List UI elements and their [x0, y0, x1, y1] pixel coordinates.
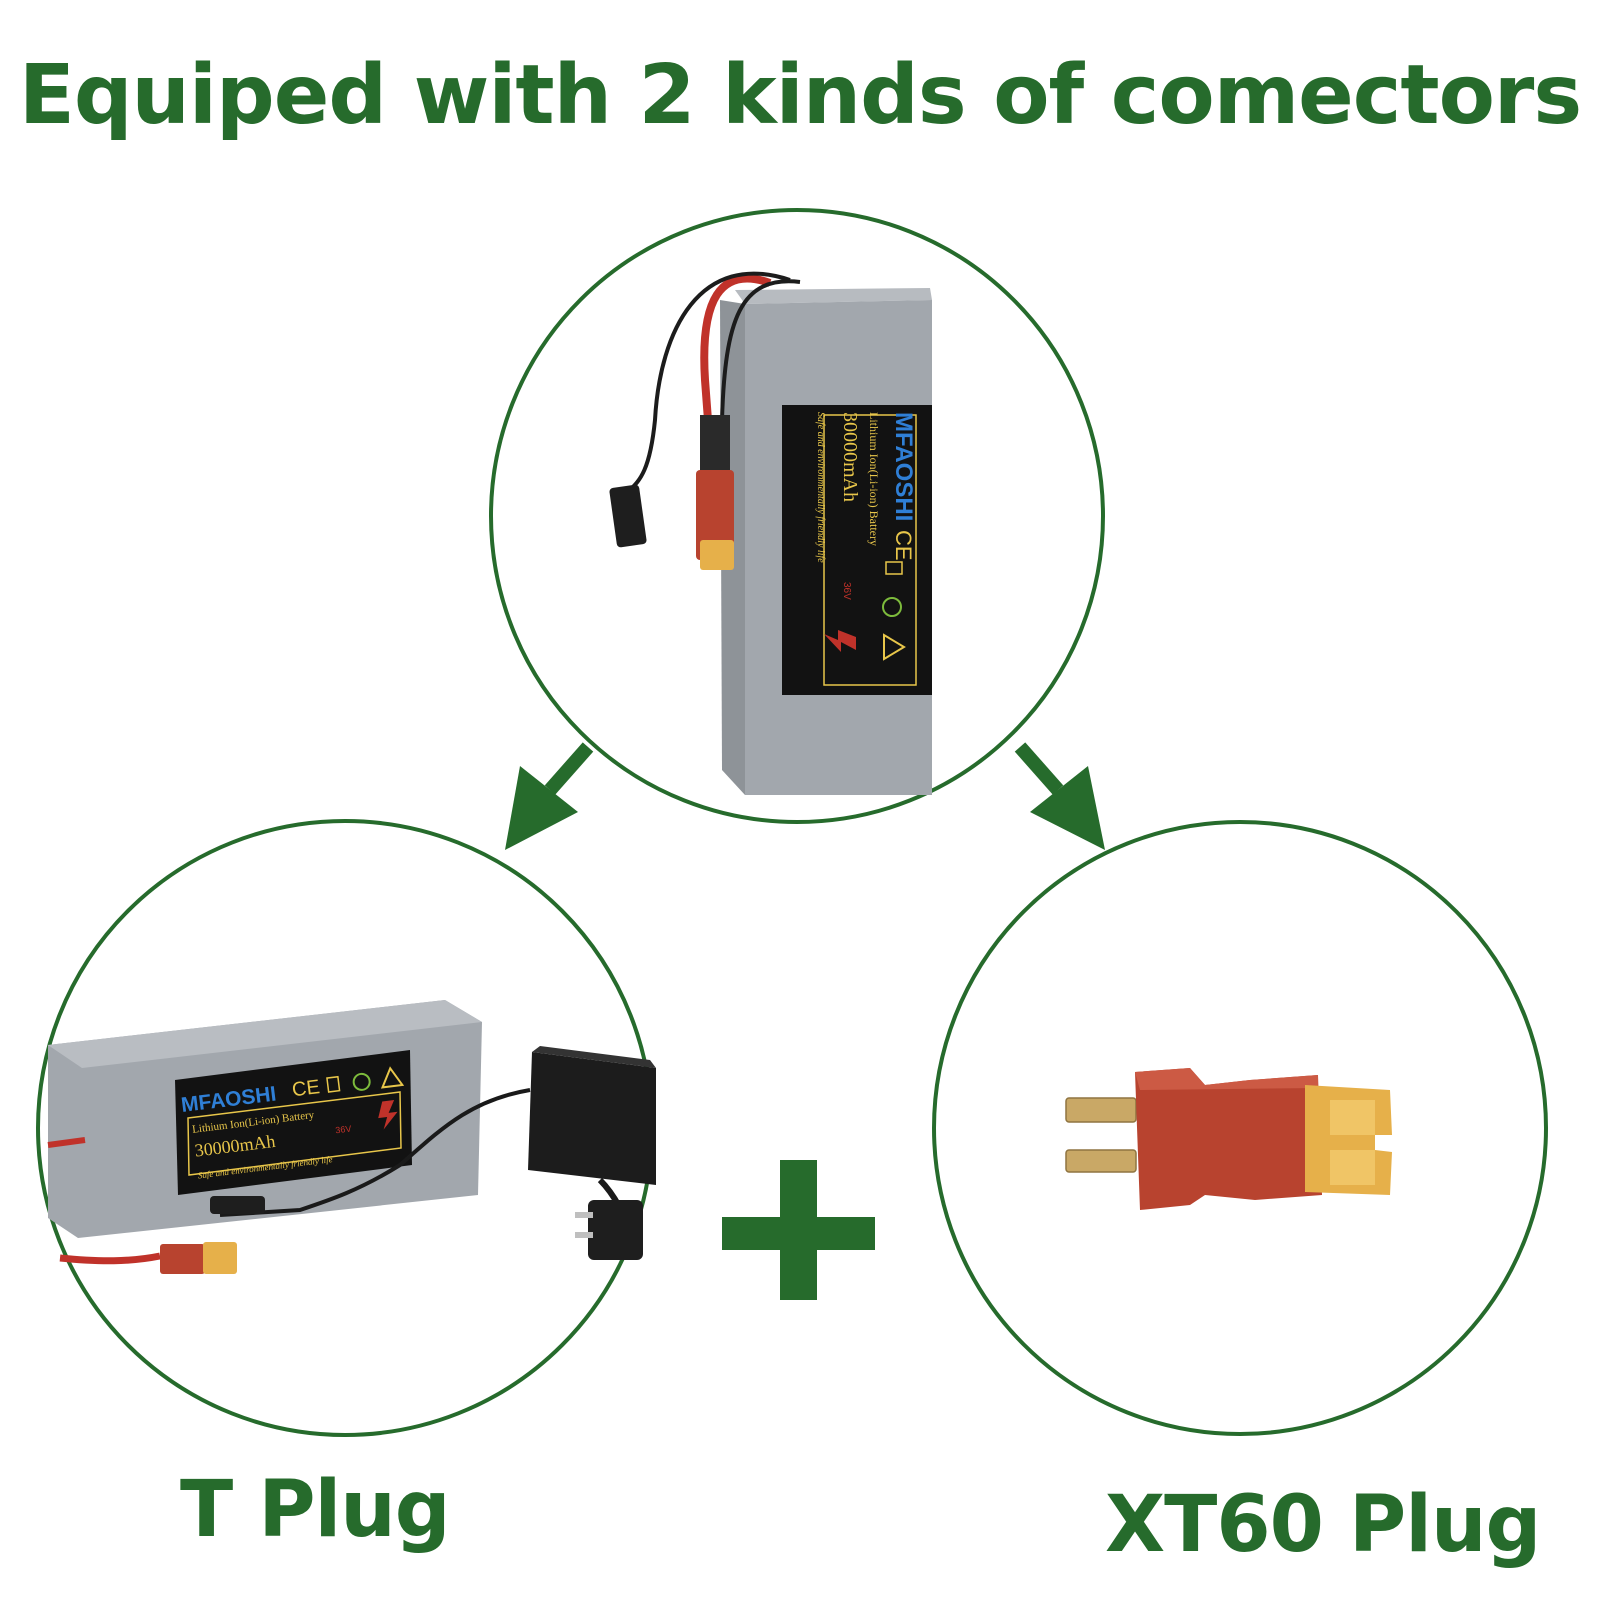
lightning-icon	[378, 1100, 398, 1130]
plus-icon	[722, 1160, 875, 1300]
weee-bin-icon	[326, 1075, 341, 1093]
brand-name: MFAOSHI	[890, 412, 917, 521]
xt60-plug-caption: XT60 Plug	[1105, 1480, 1541, 1570]
right-circle	[932, 820, 1548, 1436]
ce-mark-icon: CE	[891, 530, 916, 561]
recycle-icon	[352, 1072, 371, 1091]
battery-voltage: 36V	[841, 582, 852, 600]
lying-battery	[47, 1000, 656, 1274]
ce-mark-icon: CE	[291, 1076, 321, 1101]
recycle-icon	[882, 597, 902, 617]
standing-battery	[609, 271, 932, 795]
charger-brick	[528, 1046, 656, 1185]
lightning-icon	[824, 630, 856, 652]
t-plug-caption: T Plug	[180, 1465, 451, 1555]
arrow-down-left-icon	[505, 742, 594, 850]
battery-capacity: 30000mAh	[839, 412, 861, 502]
battery-slogan: Safe and environmentally friendly life	[815, 412, 826, 563]
weee-bin-icon	[885, 561, 903, 575]
battery-label-vertical	[782, 405, 932, 695]
headline: Equiped with 2 kinds of comectors	[18, 48, 1582, 143]
warning-triangle-icon	[883, 633, 906, 661]
battery-label-horizontal	[175, 1050, 412, 1195]
battery-type: Lithium Ion(Li-ion) Battery	[867, 412, 881, 546]
arrow-down-right-icon	[1014, 742, 1105, 850]
battery-voltage: 36V	[335, 1124, 352, 1136]
t-to-xt60-adapter	[1065, 1068, 1392, 1210]
top-circle	[489, 208, 1105, 824]
warning-triangle-icon	[380, 1066, 405, 1089]
